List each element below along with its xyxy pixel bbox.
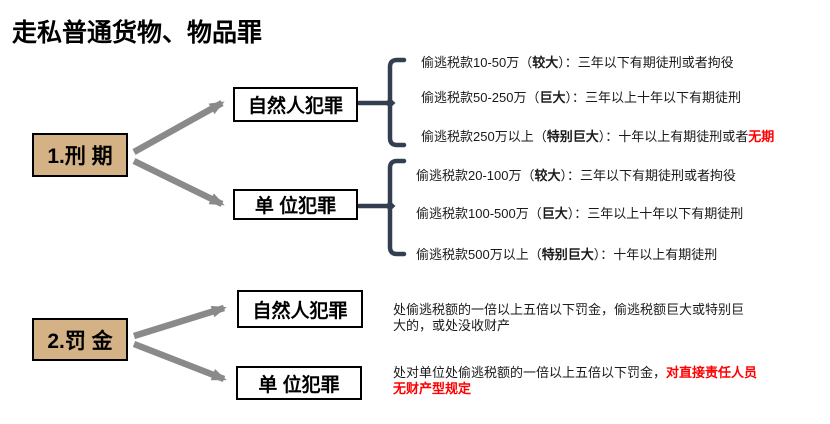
bracket-junction-diamond-icon [384, 98, 396, 108]
fine-note-unit-row: 无财产型规定 [393, 381, 472, 397]
detail-line: 偷逃税款500万以上（特别巨大）：十年以上有期徒刑 [416, 247, 718, 262]
node-sentence-root: 1.刑 期 [32, 133, 128, 177]
detail-line: 偷逃税款250万以上（特别巨大）：十年以上有期徒刑或者无期 [421, 129, 775, 144]
node-sentence-natural-person: 自然人犯罪 [233, 87, 358, 122]
detail-line: 偷逃税款100-500万（巨大）：三年以上十年以下有期徒刑 [416, 206, 744, 221]
arrow-fine-unit-icon [132, 340, 227, 383]
arrows [132, 100, 227, 383]
bracket-sentence-natural-icon [387, 57, 407, 148]
page-title: 走私普通货物、物品罪 [12, 19, 263, 47]
arrow-sentence-unit-icon [132, 158, 225, 207]
node-fine-natural-person: 自然人犯罪 [237, 290, 363, 328]
arrow-fine-natural-icon [133, 304, 227, 340]
node-fine-root: 2.罚 金 [32, 318, 128, 361]
fine-note-natural: 处偷逃税额的一倍以上五倍以下罚金，偷逃税额巨大或特别巨 大的，或处没收财产 [393, 302, 744, 335]
brackets [356, 57, 407, 257]
bracket-junction-diamond-icon [384, 201, 396, 211]
fine-note-unit: 处对单位处偷逃税额的一倍以上五倍以下罚金，对直接责任人员 无财产型规定 [393, 365, 757, 398]
fine-note-natural-row: 处偷逃税额的一倍以上五倍以下罚金，偷逃税额巨大或特别巨 [393, 302, 745, 317]
detail-line: 偷逃税款50-250万（巨大）：三年以上十年以下有期徒刑 [421, 90, 742, 105]
arrow-sentence-natural-icon [132, 100, 225, 155]
fine-note-unit-row: 处对单位处偷逃税额的一倍以上五倍以下罚金，对直接责任人员 [393, 365, 758, 380]
node-sentence-unit: 单 位犯罪 [233, 189, 358, 220]
bracket-sentence-unit-icon [387, 158, 407, 257]
detail-line: 偷逃税款20-100万（较大）：三年以下有期徒刑或者拘役 [416, 168, 737, 183]
detail-line: 偷逃税款10-50万（较大）：三年以下有期徒刑或者拘役 [421, 55, 734, 70]
node-fine-unit: 单 位犯罪 [236, 366, 362, 400]
fine-note-natural-row: 大的，或处没收财产 [393, 318, 511, 334]
